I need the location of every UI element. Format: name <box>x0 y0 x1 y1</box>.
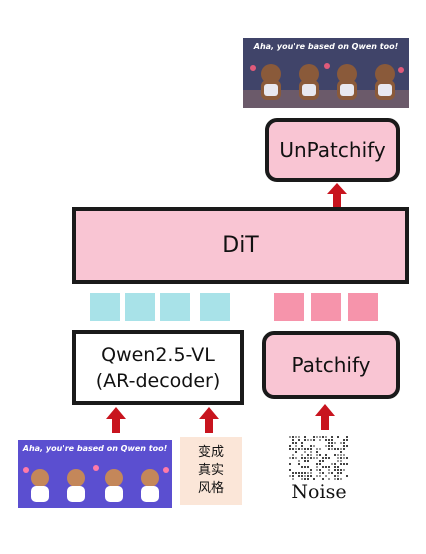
text-prompt: 变成 真实 风格 <box>180 437 242 505</box>
noise-label: Noise <box>291 481 347 503</box>
arrow-up-icon <box>106 407 126 433</box>
vl-token <box>125 293 155 321</box>
arrow-up-icon <box>327 183 347 207</box>
unpatchify-label: UnPatchify <box>279 138 386 162</box>
noise-token <box>274 293 304 321</box>
patchify-label: Patchify <box>291 353 371 377</box>
patchify-block: Patchify <box>262 331 400 399</box>
input-image: Aha, you're based on Qwen too! <box>18 440 172 508</box>
vl-token <box>90 293 120 321</box>
output-image: Aha, you're based on Qwen too! <box>243 38 409 108</box>
dit-label: DiT <box>222 233 259 258</box>
noise-token <box>311 293 341 321</box>
bear-figures-illustration <box>243 38 409 108</box>
vl-token <box>160 293 190 321</box>
qwen-vl-sublabel: (AR-decoder) <box>95 369 221 392</box>
prompt-line: 风格 <box>197 481 224 496</box>
noise-pattern <box>289 436 349 480</box>
prompt-line: 真实 <box>197 463 224 478</box>
bear-cartoon-illustration <box>18 440 172 508</box>
output-image-caption: Aha, you're based on Qwen too! <box>253 42 399 51</box>
vl-token <box>200 293 230 321</box>
prompt-line: 变成 <box>197 445 224 460</box>
arrow-up-icon <box>199 407 219 433</box>
noise-token <box>348 293 378 321</box>
arrow-up-icon <box>315 404 335 430</box>
qwen-vl-label: Qwen2.5-VL <box>101 343 215 366</box>
unpatchify-block: UnPatchify <box>265 118 400 182</box>
dit-block: DiT <box>72 207 409 284</box>
qwen-vl-block: Qwen2.5-VL (AR-decoder) <box>72 330 244 405</box>
input-image-caption: Aha, you're based on Qwen too! <box>22 444 168 453</box>
